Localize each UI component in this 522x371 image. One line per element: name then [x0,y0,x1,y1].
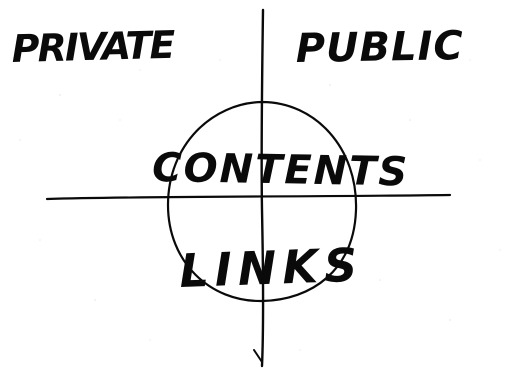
label-contents: CONTENTS [152,145,410,195]
horizontal-axis-line [45,193,452,201]
center-circle [166,100,358,303]
label-private: PRIVATE [11,23,176,71]
label-links: LINKS [178,238,363,298]
paper-texture [19,59,501,351]
axis-tick-mark [253,349,263,363]
vertical-axis-line [260,8,265,368]
label-public: PUBLIC [295,23,464,72]
